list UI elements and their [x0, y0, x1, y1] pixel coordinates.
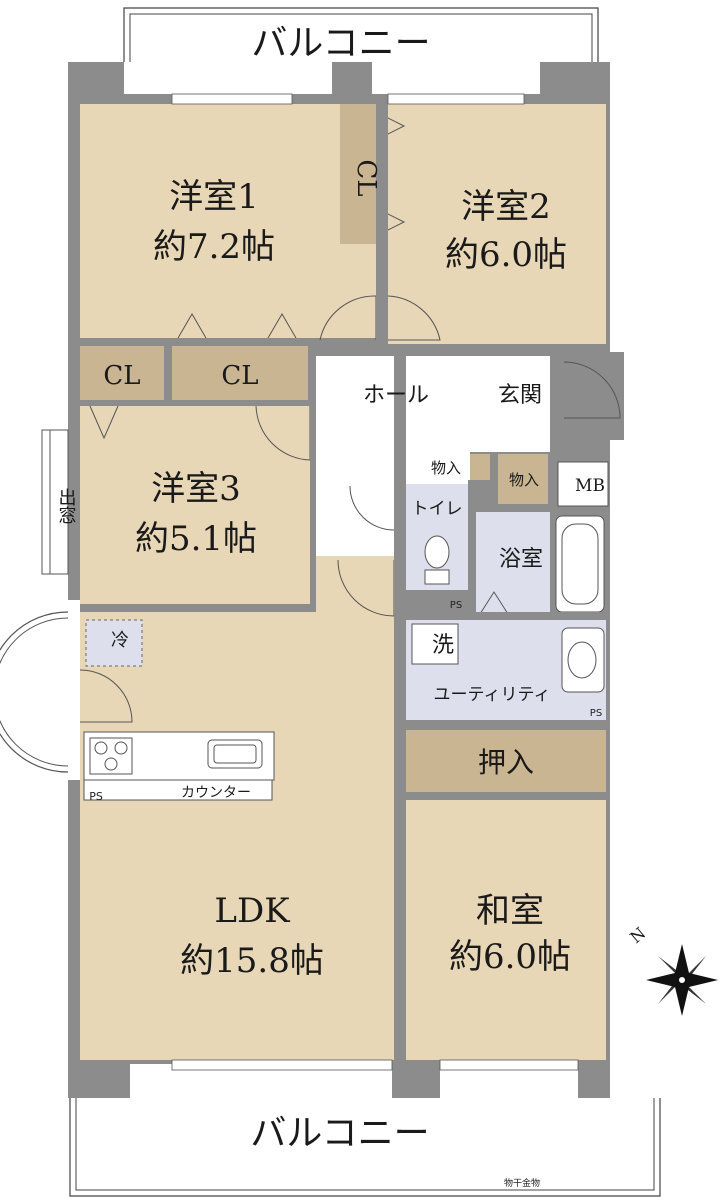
closet-left-label: CL [103, 361, 140, 391]
room-western3 [80, 406, 310, 604]
closet-left [80, 346, 164, 400]
sink-icon [207, 739, 263, 769]
hall-label: ホール [363, 383, 429, 408]
balcony-top-label: バルコニー [251, 23, 430, 64]
ps3-label: PS [89, 790, 103, 803]
bath-label: 浴室 [499, 547, 543, 572]
compass-icon [646, 944, 718, 1016]
balcony-bottom-label: バルコニー [250, 1113, 429, 1154]
western2-name: 洋室2 [461, 187, 551, 227]
ps1-label: PS [450, 600, 462, 611]
laundry-hanger-label: 物干金物 [504, 1177, 540, 1189]
bay-window [41, 429, 69, 575]
mb-box [557, 461, 609, 507]
toilet-bowl [424, 535, 450, 569]
washer-box [411, 623, 459, 665]
balcony-top-outline [123, 7, 599, 62]
balcony-bottom-outline [69, 1098, 661, 1197]
bath [476, 512, 550, 614]
toilet-label: トイレ [412, 499, 463, 519]
room-japanese [406, 800, 606, 1060]
ps2-label: PS [590, 708, 602, 719]
western1-size: 約7.2帖 [153, 227, 275, 267]
utility-label: ユーティリティ [434, 685, 551, 705]
counter-label: カウンター [181, 785, 251, 801]
japanese-size: 約6.0帖 [449, 937, 571, 977]
closet-right-label: CL [221, 361, 258, 391]
western3-size: 約5.1帖 [135, 519, 257, 559]
compass-north-label: N [626, 924, 649, 948]
mb-label: MB [575, 476, 605, 496]
bay-window-label: 出窓 [56, 488, 77, 524]
stove-icon [89, 737, 133, 775]
fridge-area [85, 619, 143, 667]
ldk-name: LDK [214, 891, 290, 931]
western2-size: 約6.0帖 [445, 235, 567, 275]
western1-name: 洋室1 [169, 177, 259, 217]
storage2-label: 物入 [509, 471, 539, 489]
oshiire [406, 730, 606, 792]
fridge-label: 冷 [111, 630, 129, 651]
room-western1 [80, 104, 376, 338]
oshiire-label: 押入 [478, 746, 534, 779]
closet-vertical-label: CL [351, 159, 381, 196]
closet-vertical [340, 104, 376, 244]
entrance-label: 玄関 [498, 383, 542, 408]
wash-label: 洗 [432, 633, 454, 658]
ldk-side-window [0, 611, 69, 773]
closet-right [172, 346, 308, 400]
japanese-name: 和室 [476, 891, 544, 931]
storage1-label: 物入 [431, 459, 461, 477]
western3-name: 洋室3 [151, 469, 241, 509]
room-western2 [388, 104, 606, 344]
bathtub [555, 515, 605, 613]
entrance [470, 356, 550, 452]
room-ldk [80, 556, 394, 1060]
ldk-size: 約15.8帖 [180, 941, 324, 981]
storage2 [498, 454, 548, 504]
